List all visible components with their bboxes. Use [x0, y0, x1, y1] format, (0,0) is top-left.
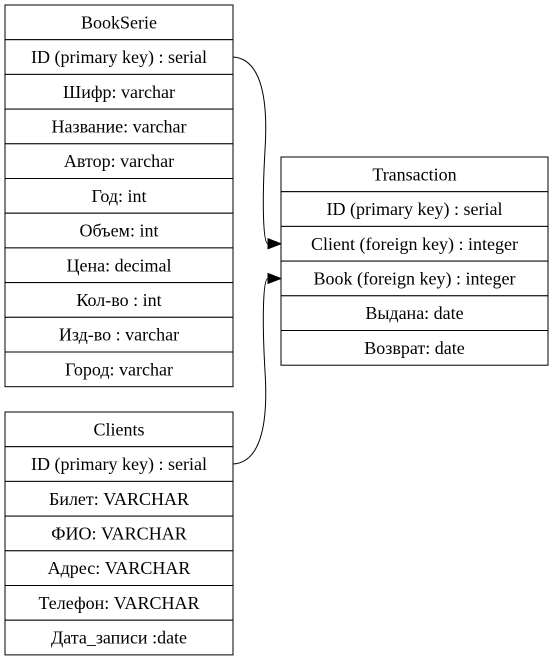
- table-field: Выдана: date: [365, 303, 463, 323]
- table-title: BookSerie: [81, 12, 157, 32]
- table-field-box: [280, 191, 549, 227]
- table-field-box: [280, 330, 549, 366]
- table-field-box: [4, 351, 234, 388]
- relation-arrow-2: [232, 272, 283, 465]
- table-field: Шифр: varchar: [63, 82, 175, 102]
- table-field-box: [4, 316, 234, 353]
- table-bookserie: BookSerie ID (primary key) : serialШифр: …: [4, 4, 234, 388]
- table-field-box: [4, 247, 234, 284]
- table-title: Transaction: [372, 164, 456, 184]
- relation-line: [232, 56, 269, 245]
- table-field-box: [280, 295, 549, 331]
- table-field: ID (primary key) : serial: [31, 47, 207, 68]
- table-header-box: [4, 411, 234, 448]
- table-field: Автор: varchar: [64, 151, 174, 171]
- table-field: Билет: VARCHAR: [49, 489, 189, 509]
- table-field-box: [4, 585, 234, 621]
- table-field: Адрес: VARCHAR: [48, 558, 191, 578]
- table-field-box: [4, 178, 234, 214]
- table-field: Изд-во : varchar: [59, 325, 179, 345]
- table-field: Название: varchar: [51, 116, 186, 136]
- table-field: ID (primary key) : serial: [31, 454, 207, 475]
- table-field-box: [4, 73, 234, 110]
- relation-line: [232, 277, 269, 465]
- table-field: ФИО: VARCHAR: [51, 523, 186, 543]
- arrowhead: [267, 238, 283, 250]
- table-field: Возврат: date: [364, 338, 465, 358]
- table-field: Объем: int: [80, 221, 159, 241]
- relations-layer: [232, 56, 283, 465]
- table-field: Цена: decimal: [66, 255, 171, 275]
- table-field: Дата_записи :date: [51, 628, 187, 648]
- table-field-box: [4, 39, 234, 75]
- table-field-box: [280, 225, 549, 262]
- arrowhead: [267, 272, 283, 285]
- table-field: ID (primary key) : serial: [327, 199, 503, 220]
- table-field-box: [4, 480, 234, 517]
- relation-arrow-1: [232, 56, 283, 250]
- table-header-box: [4, 4, 234, 41]
- table-field: Client (foreign key) : integer: [311, 234, 518, 255]
- table-field-box: [280, 260, 549, 297]
- table-field: Телефон: VARCHAR: [39, 593, 200, 613]
- table-field-box: [4, 619, 234, 656]
- table-field: Город: varchar: [65, 359, 173, 379]
- table-field: Book (foreign key) : integer: [314, 268, 516, 289]
- table-field: Год: int: [92, 186, 147, 206]
- table-field-box: [4, 108, 234, 145]
- table-field: Кол-во : int: [76, 290, 161, 310]
- table-title: Clients: [93, 419, 144, 439]
- table-field-box: [4, 550, 234, 586]
- table-transaction: Transaction ID (primary key) : serialClie…: [280, 156, 549, 366]
- table-header-box: [280, 156, 549, 193]
